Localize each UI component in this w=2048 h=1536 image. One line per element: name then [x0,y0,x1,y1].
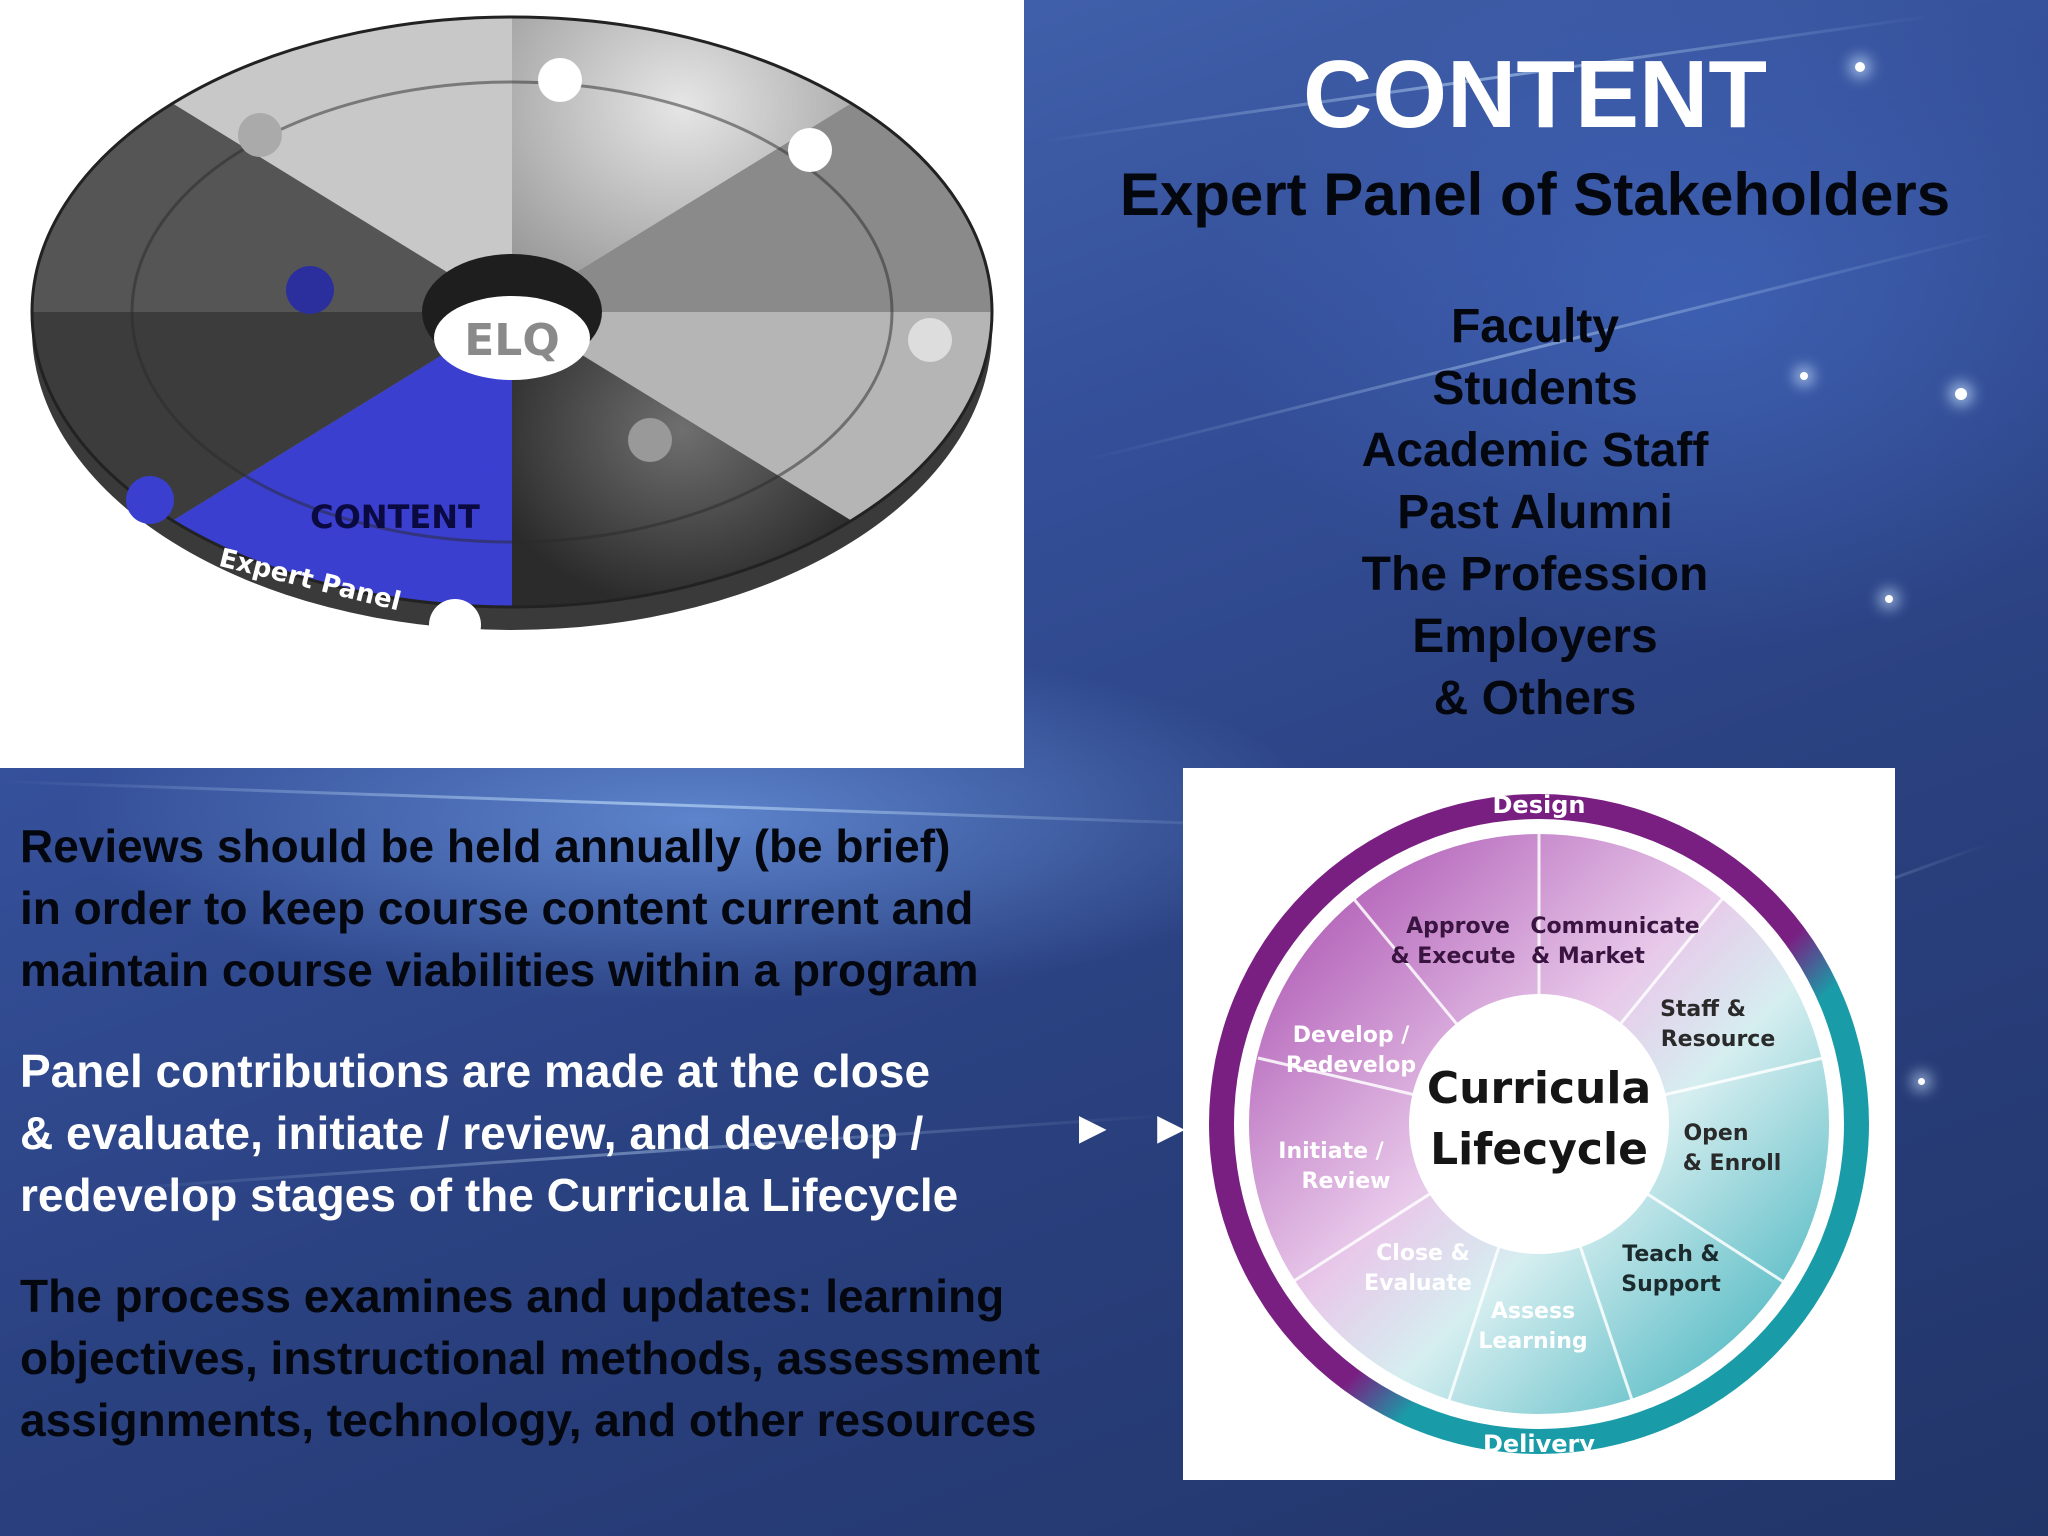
stakeholder-item: Employers [1412,610,1658,663]
page-title: CONTENT [1303,41,1767,148]
paragraph-annual-review: Reviews should be held annually (be brie… [20,815,1180,1001]
paragraph-line: redevelop stages of the Curricula Lifecy… [20,1169,959,1221]
stage-label: Learning [1478,1329,1587,1354]
paragraph-line: & evaluate, initiate / review, and devel… [20,1107,924,1159]
stage-label: Close & [1376,1241,1470,1266]
ring-label-design: Design [1493,791,1586,819]
stakeholder-item: Students [1432,362,1638,415]
paragraph-line: Panel contributions are made at the clos… [20,1045,931,1097]
stage-label: Open [1683,1121,1748,1146]
ring-label-delivery: Delivery [1483,1430,1595,1458]
stakeholder-item: & Others [1433,672,1637,725]
paragraph-process-updates: The process examines and updates: learni… [20,1265,1200,1451]
content-segment [172,312,512,608]
lifecycle-center [1409,994,1669,1254]
stakeholder-item: Past Alumni [1397,486,1673,539]
stage-label: Staff & [1660,997,1746,1022]
paragraph-line: The process examines and updates: learni… [20,1270,1005,1322]
elq-puzzle-graphic: ELQ CONTENT Expert Panel of Stakeholders [0,0,1024,768]
stage-label: Review [1302,1169,1391,1194]
stage-label: Assess [1491,1299,1575,1324]
stage-label: & Execute [1390,944,1515,969]
center-title-line-1: Curricula [1427,1063,1651,1114]
curricula-lifecycle-diagram: Curricula Lifecycle Design Delivery Appr… [1183,768,1895,1480]
stage-label: Evaluate [1364,1271,1472,1296]
paragraph-line: Reviews should be held annually (be brie… [20,820,951,872]
stakeholder-item: The Profession [1361,548,1709,601]
paragraph-panel-contributions: Panel contributions are made at the clos… [20,1040,1090,1226]
paragraph-line: in order to keep course content current … [20,882,974,934]
stage-label: Teach & [1622,1242,1719,1267]
stage-label: Communicate [1530,914,1699,939]
stage-label: Approve [1406,914,1510,939]
stakeholder-item: Faculty [1450,300,1620,353]
stage-label: Resource [1661,1027,1776,1052]
page-subtitle: Expert Panel of Stakeholders [1119,161,1951,228]
stage-label: & Market [1531,944,1645,969]
pointer-arrows: ► ► [1070,1101,1204,1153]
paragraph-line: maintain course viabilities within a pro… [20,944,979,996]
stage-label: Support [1621,1272,1721,1297]
paragraph-line: objectives, instructional methods, asses… [20,1332,1040,1384]
paragraph-line: assignments, technology, and other resou… [20,1394,1037,1446]
center-hub-label: ELQ [464,315,560,366]
stage-label: & Enroll [1683,1151,1782,1176]
stakeholder-item: Academic Staff [1361,424,1709,477]
center-title-line-2: Lifecycle [1430,1124,1648,1175]
segment-title: CONTENT [310,498,480,536]
stage-label: Develop / [1293,1023,1411,1048]
stage-label: Initiate / [1278,1139,1384,1164]
stage-label: Redevelop [1286,1053,1416,1078]
stakeholder-list: Faculty Students Academic Staff Past Alu… [1235,296,1835,730]
